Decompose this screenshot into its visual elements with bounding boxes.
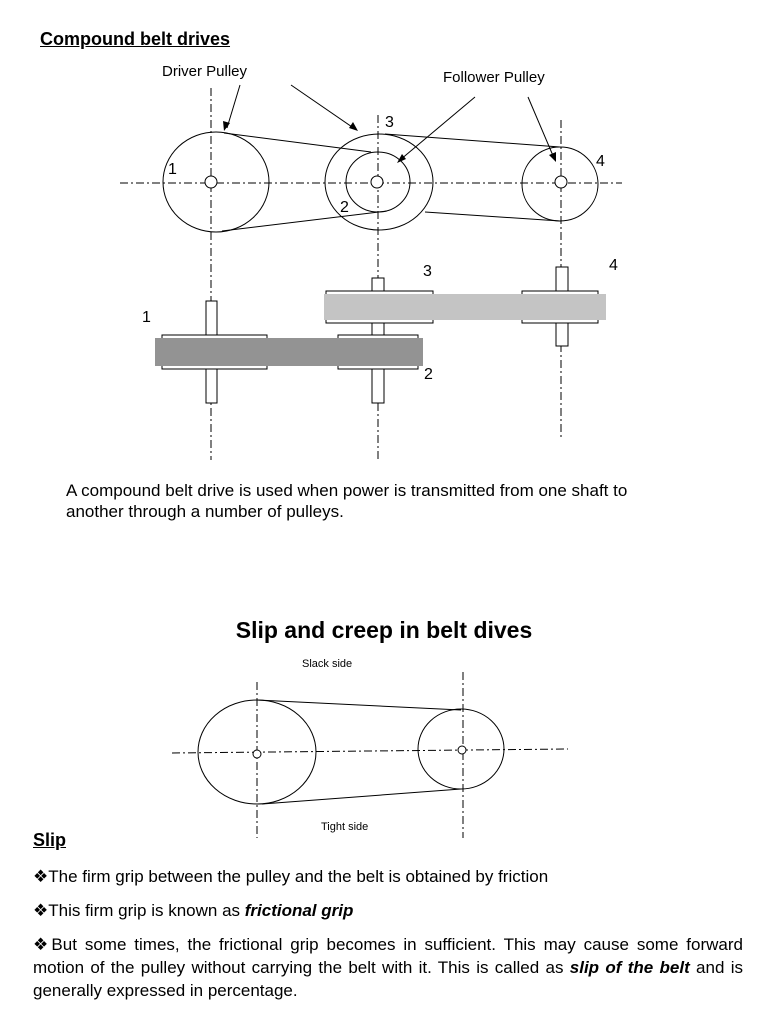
belt-1-2-bottom bbox=[221, 210, 388, 232]
side-label-4: 4 bbox=[609, 257, 618, 274]
tight-side-label: Tight side bbox=[321, 821, 369, 833]
arrowhead-follower-2 bbox=[397, 154, 406, 163]
slip-shaft-large bbox=[252, 749, 262, 759]
bullet-diamond-icon: ❖ bbox=[33, 867, 49, 886]
compound-description: A compound belt drive is used when power… bbox=[66, 481, 628, 521]
slip-bullet-2-text: This firm grip is known as bbox=[48, 901, 245, 920]
pulley-3 bbox=[324, 133, 434, 231]
front-label-4: 4 bbox=[596, 153, 605, 170]
compound-front-view bbox=[120, 84, 622, 460]
side-label-2: 2 bbox=[424, 366, 433, 383]
arrow-driver-1 bbox=[226, 84, 241, 129]
compound-side-view bbox=[155, 266, 606, 404]
side-label-1: 1 bbox=[142, 309, 151, 326]
slip-bullet-1-text: The firm grip between the pulley and the… bbox=[48, 867, 549, 886]
arrowhead-driver-3 bbox=[349, 122, 358, 131]
follower-pulley-label: Follower Pulley bbox=[443, 69, 545, 86]
slip-bullet-1: ❖The firm grip between the pulley and th… bbox=[33, 865, 743, 888]
slip-horizontal-centerline bbox=[171, 748, 569, 754]
slip-belt-tight bbox=[261, 788, 462, 805]
arrowhead-follower-4 bbox=[549, 152, 556, 162]
section-title-slip-creep: Slip and creep in belt dives bbox=[235, 617, 533, 643]
belt-1-2-top bbox=[223, 132, 372, 153]
front-label-3: 3 bbox=[385, 114, 394, 131]
arrowhead-driver-1 bbox=[223, 121, 230, 131]
slip-shaft-small bbox=[457, 745, 467, 755]
shaft-1 bbox=[204, 175, 218, 189]
belt-3-4-bottom bbox=[424, 211, 561, 222]
bullet-diamond-icon: ❖ bbox=[33, 935, 52, 954]
slip-bullet-3-tail: and is generally expressed in percentage… bbox=[33, 958, 743, 1000]
slip-creep-diagram bbox=[171, 672, 569, 838]
driver-pulley-label: Driver Pulley bbox=[162, 63, 248, 80]
arrow-driver-3 bbox=[290, 84, 356, 130]
slip-bullet-3: ❖But some times, the frictional grip bec… bbox=[33, 933, 743, 1002]
side-belt-3-4 bbox=[324, 294, 606, 320]
bullet-diamond-icon: ❖ bbox=[33, 901, 49, 920]
front-label-2: 2 bbox=[340, 199, 349, 216]
side-belt-1-2 bbox=[155, 338, 423, 366]
front-label-1: 1 bbox=[168, 161, 177, 178]
arrow-follower-4 bbox=[527, 96, 555, 159]
side-label-3: 3 bbox=[423, 263, 432, 280]
slack-side-label: Slack side bbox=[302, 658, 353, 670]
shaft-3 bbox=[554, 175, 568, 189]
slip-bullet-3-emphasis: slip of the belt bbox=[569, 958, 690, 977]
slip-heading: Slip bbox=[33, 830, 67, 850]
pulley-1 bbox=[162, 131, 270, 233]
slip-belt-slack bbox=[256, 699, 462, 711]
belt-3-4-top bbox=[384, 133, 561, 148]
section-heading-compound: Compound belt drives bbox=[40, 29, 231, 49]
slip-bullet-3-text: But some times, the frictional grip beco… bbox=[33, 935, 743, 977]
shaft-2 bbox=[370, 175, 384, 189]
arrow-follower-2 bbox=[399, 96, 476, 161]
slip-bullet-2: ❖This firm grip is known as frictional g… bbox=[33, 899, 743, 922]
slip-bullet-2-emphasis: frictional grip bbox=[244, 901, 354, 920]
